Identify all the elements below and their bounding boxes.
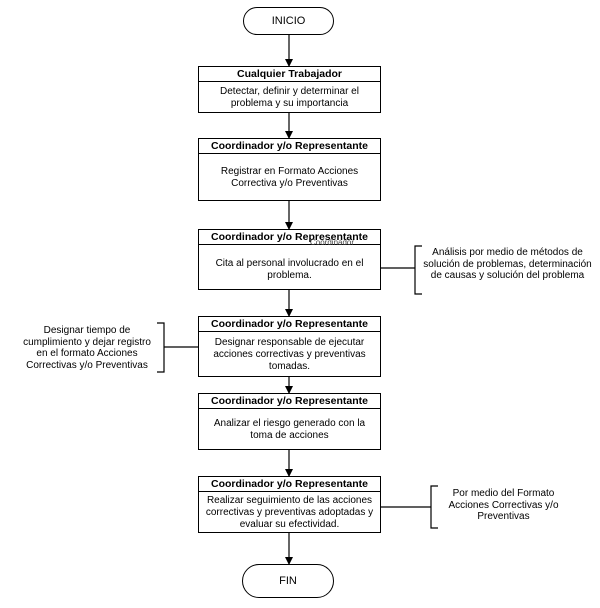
- step-3-text: Cita al personal involucrado en el probl…: [215, 257, 364, 281]
- stray-text: Coordinador: [310, 238, 355, 247]
- note-designate: Designar tiempo de cumplimiento y dejar …: [23, 325, 151, 371]
- step-2-role: Coordinador y/o Representante: [199, 139, 380, 154]
- step-6-role: Coordinador y/o Representante: [199, 477, 380, 492]
- note-format: Por medio del Formato Acciones Correctiv…: [448, 488, 559, 522]
- start-label: INICIO: [271, 15, 306, 27]
- connector-analysis: [380, 245, 422, 295]
- start-terminal: INICIO: [243, 7, 334, 35]
- step-3-role: Coordinador y/o Representante: [199, 230, 380, 245]
- step-1-role: Cualquier Trabajador: [199, 67, 380, 82]
- step-5-role: Coordinador y/o Representante: [199, 394, 380, 409]
- step-6-text: Realizar seguimiento de las acciones cor…: [205, 494, 374, 530]
- step-1-text: Detectar, definir y determinar el proble…: [220, 85, 359, 109]
- step-1-box: Cualquier Trabajador Detectar, definir y…: [198, 66, 381, 113]
- step-2-box: Coordinador y/o Representante Registrar …: [198, 138, 381, 201]
- note-analysis: Análisis por medio de métodos de solució…: [423, 247, 592, 281]
- end-label: FIN: [279, 575, 297, 587]
- step-4-text: Designar responsable de ejecutar accione…: [213, 336, 366, 372]
- connector-format: [380, 485, 438, 529]
- end-terminal: FIN: [242, 564, 334, 598]
- step-4-role: Coordinador y/o Representante: [199, 317, 380, 332]
- step-5-box: Coordinador y/o Representante Analizar e…: [198, 393, 381, 450]
- connector-designate: [157, 322, 199, 373]
- step-5-text: Analizar el riesgo generado con la toma …: [213, 417, 366, 441]
- step-4-box: Coordinador y/o Representante Designar r…: [198, 316, 381, 377]
- step-6-box: Coordinador y/o Representante Realizar s…: [198, 476, 381, 533]
- step-2-text: Registrar en Formato Acciones Correctiva…: [220, 165, 359, 189]
- step-3-box: Coordinador y/o Representante Cita al pe…: [198, 229, 381, 290]
